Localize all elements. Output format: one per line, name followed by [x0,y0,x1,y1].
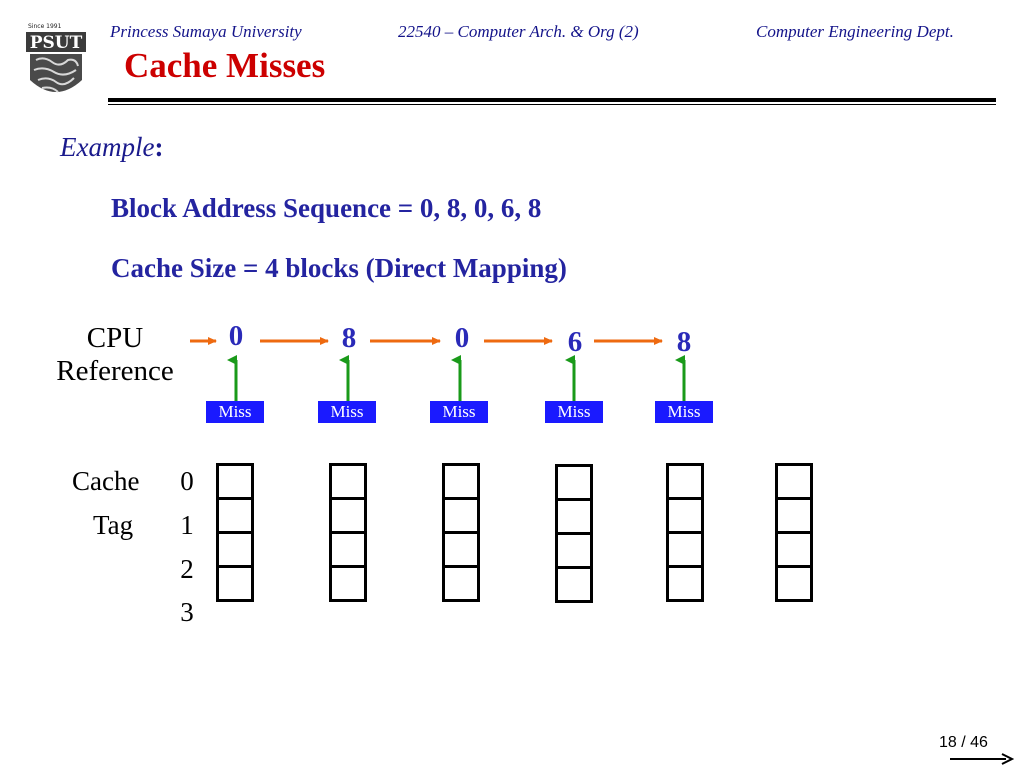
cache-cell [775,463,813,500]
cache-state-4 [555,464,593,603]
cache-cell [329,531,367,568]
header-course: 22540 – Computer Arch. & Org (2) [398,22,639,41]
cache-state-1 [216,463,254,602]
header-university: Princess Sumaya University [110,22,302,41]
ref-value-3: 6 [567,326,583,358]
tag-label: Tag [93,510,134,540]
cache-cell [442,531,480,568]
miss-badge-4: Miss [655,401,713,423]
cache-cell [216,463,254,500]
cache-cell [555,566,593,603]
cache-cell [555,464,593,501]
cache-cell [442,497,480,534]
ref-value-0: 0 [228,320,244,352]
cpu-label-line2: Reference [56,355,174,387]
ref-value-1: 8 [341,322,357,354]
cache-state-2 [329,463,367,602]
header-department: Computer Engineering Dept. [756,22,954,41]
cpu-label-line1: CPU [86,322,144,354]
cache-index-2: 2 [180,554,194,584]
page-counter: 18 / 46 [939,734,988,751]
logo-text: PSUT [30,33,83,53]
miss-badge-1: Miss [318,401,376,423]
cache-cell [666,497,704,534]
cache-state-6 [775,463,813,602]
cache-cell [442,463,480,500]
ref-value-2: 0 [454,322,470,354]
block-address-sequence: Block Address Sequence = 0, 8, 0, 6, 8 [111,193,542,223]
cache-cell [666,463,704,500]
cache-index-3: 3 [180,597,194,627]
cache-cell [666,531,704,568]
next-slide-arrow-icon[interactable] [950,752,1014,766]
cpu-reference-label: CPU Reference [40,322,190,388]
cache-cell [442,565,480,602]
cache-cell [775,497,813,534]
cache-cell [216,531,254,568]
cache-cell [775,565,813,602]
logo-since-text: Since 1991 [28,23,62,30]
cache-cell [329,565,367,602]
miss-badge-0: Miss [206,401,264,423]
example-label: Example [60,132,155,162]
cache-cell [329,497,367,534]
ref-value-4: 8 [676,326,692,358]
cache-cell [555,498,593,535]
header-rule-thin [108,104,996,105]
cache-cell [555,532,593,569]
cache-size-line: Cache Size = 4 blocks (Direct Mapping) [111,253,567,283]
university-logo: Since 1991 PSUT [24,20,88,104]
example-colon: : [154,132,164,162]
cache-cell [216,497,254,534]
cache-label: Cache [72,466,140,496]
slide-title: Cache Misses [124,46,326,85]
header-rule-thick [108,98,996,102]
miss-badge-3: Miss [545,401,603,423]
miss-badge-2: Miss [430,401,488,423]
cache-cell [666,565,704,602]
cache-state-3 [442,463,480,602]
cache-cell [329,463,367,500]
cache-index-1: 1 [180,510,194,540]
cache-cell [775,531,813,568]
cache-cell [216,565,254,602]
example-heading: Example: [60,132,163,163]
cache-state-5 [666,463,704,602]
cache-index-0: 0 [180,466,194,496]
